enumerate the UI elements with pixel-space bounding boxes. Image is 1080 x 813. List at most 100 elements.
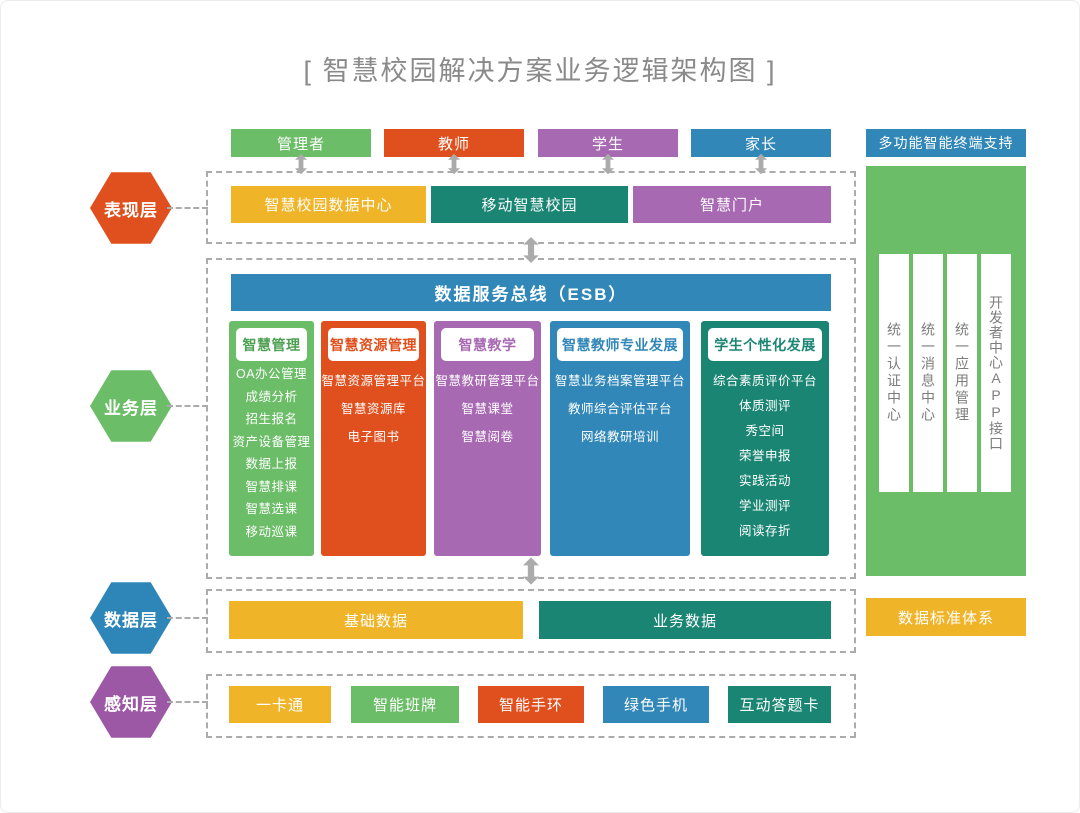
column-header: 智慧教师专业发展 — [557, 328, 683, 361]
business-item: 智慧课堂 — [461, 402, 514, 416]
hexagon-connector-line — [167, 207, 208, 209]
box-label: 数据标准体系 — [897, 609, 994, 627]
page-title: [ 智慧校园解决方案业务逻辑架构图 ] — [303, 56, 777, 86]
column-items: OA办公管理 成绩分析 招生报名 资产设备管理 数据上报 智慧排课 智慧选课 移… — [229, 363, 314, 543]
user-box-student: 学生 — [538, 129, 678, 157]
perception-item-answer-card: 互动答题卡 — [728, 686, 831, 723]
business-item: 体质测评 — [738, 399, 791, 413]
business-item: 智慧阅卷 — [461, 430, 514, 444]
layer-label: 表现层 — [104, 200, 158, 220]
box-label: 业务数据 — [652, 612, 717, 630]
data-standard-box: 数据标准体系 — [866, 598, 1026, 636]
service-strip-message-center: 统一消息中心 — [913, 254, 943, 492]
layer-label: 业务层 — [104, 398, 158, 418]
column-items: 综合素质评价平台 体质测评 秀空间 荣誉申报 实践活动 学业测评 阅读存折 — [701, 363, 829, 544]
user-label: 管理者 — [276, 135, 325, 153]
business-item: 智慧教研管理平台 — [435, 374, 540, 388]
business-item: 资产设备管理 — [232, 434, 311, 449]
business-item: 学业测评 — [738, 499, 791, 513]
business-item: 招生报名 — [245, 412, 298, 426]
column-items: 智慧资源管理平台 智慧资源库 电子图书 — [321, 363, 426, 451]
business-column-resources: 智慧资源管理 智慧资源管理平台 智慧资源库 电子图书 — [321, 321, 426, 556]
business-item: 数据上报 — [245, 457, 298, 471]
perception-item-class-board: 智能班牌 — [351, 686, 459, 723]
box-label: 智慧门户 — [699, 197, 764, 214]
layer-hexagon-presentation: 表现层 — [90, 172, 172, 244]
perception-item-smart-band: 智能手环 — [478, 686, 584, 723]
perception-layer-box — [206, 674, 856, 738]
user-box-teacher: 教师 — [384, 129, 524, 157]
service-label: 统一认证中心 — [886, 322, 902, 424]
business-column-student-development: 学生个性化发展 综合素质评价平台 体质测评 秀空间 荣誉申报 实践活动 学业测评… — [701, 321, 829, 556]
business-item: 综合素质评价平台 — [712, 374, 817, 388]
business-item: 智慧业务档案管理平台 — [554, 374, 685, 388]
data-layer-box — [206, 589, 856, 653]
hexagon-connector-line — [167, 617, 208, 619]
service-strip-auth-center: 统一认证中心 — [879, 254, 909, 492]
box-label: 智慧校园数据中心 — [264, 197, 393, 214]
business-item: 成绩分析 — [245, 389, 298, 404]
box-label: 智能班牌 — [372, 697, 437, 714]
data-item-business-data: 业务数据 — [539, 601, 831, 639]
column-header: 智慧管理 — [236, 328, 307, 361]
perception-item-green-phone: 绿色手机 — [603, 686, 709, 723]
user-box-parent: 家长 — [691, 129, 831, 157]
column-items: 智慧业务档案管理平台 教师综合评估平台 网络教研培训 — [550, 363, 690, 451]
business-item: 实践活动 — [738, 474, 791, 488]
service-label: 统一消息中心 — [920, 322, 936, 424]
box-label: 智能手环 — [498, 697, 563, 714]
user-box-admin: 管理者 — [231, 129, 371, 157]
business-item: 智慧资源库 — [340, 402, 406, 416]
business-item: 移动巡课 — [245, 524, 298, 539]
business-column-teacher-development: 智慧教师专业发展 智慧业务档案管理平台 教师综合评估平台 网络教研培训 — [550, 321, 690, 556]
user-label: 教师 — [437, 135, 470, 153]
service-strip-app-management: 统一应用管理 — [947, 254, 977, 492]
business-column-teaching: 智慧教学 智慧教研管理平台 智慧课堂 智慧阅卷 — [434, 321, 541, 556]
double-arrow-icon — [295, 153, 307, 175]
presentation-item-data-center: 智慧校园数据中心 — [231, 186, 426, 223]
box-label: 一卡通 — [255, 697, 304, 714]
service-strip-developer-api: 开发者中心APP接口 — [981, 254, 1011, 492]
layer-label: 数据层 — [104, 610, 158, 630]
business-item: 电子图书 — [347, 430, 400, 444]
user-label: 家长 — [744, 135, 777, 153]
esb-bus-bar: 数据服务总线（ESB） — [231, 274, 831, 311]
data-item-basic-data: 基础数据 — [229, 601, 523, 639]
box-label: 互动答题卡 — [739, 697, 820, 714]
business-item: 教师综合评估平台 — [567, 402, 672, 416]
layer-hexagon-business: 业务层 — [90, 370, 172, 442]
business-item: 网络教研培训 — [580, 430, 659, 444]
business-item: 荣誉申报 — [738, 449, 791, 463]
double-arrow-icon — [523, 237, 539, 263]
column-header: 智慧资源管理 — [328, 328, 419, 361]
double-arrow-icon — [755, 153, 767, 175]
column-items: 智慧教研管理平台 智慧课堂 智慧阅卷 — [434, 363, 541, 451]
business-column-management: 智慧管理 OA办公管理 成绩分析 招生报名 资产设备管理 数据上报 智慧排课 智… — [229, 321, 314, 556]
hexagon-connector-line — [167, 701, 208, 703]
terminal-support-box: 多功能智能终端支持 — [866, 129, 1026, 157]
layer-label: 感知层 — [104, 694, 158, 714]
esb-label: 数据服务总线（ESB） — [434, 285, 628, 304]
business-item: 智慧资源管理平台 — [321, 374, 426, 388]
column-header: 智慧教学 — [441, 328, 534, 361]
box-label: 移动智慧校园 — [481, 197, 578, 214]
perception-item-onecard: 一卡通 — [229, 686, 331, 723]
column-header: 学生个性化发展 — [708, 328, 822, 361]
business-item: 秀空间 — [745, 424, 785, 438]
presentation-item-mobile-campus: 移动智慧校园 — [431, 186, 628, 223]
box-label: 多功能智能终端支持 — [878, 135, 1014, 151]
layer-hexagon-perception: 感知层 — [90, 666, 172, 738]
business-item: OA办公管理 — [235, 367, 308, 381]
layer-hexagon-data: 数据层 — [90, 582, 172, 654]
service-label: 统一应用管理 — [954, 322, 970, 424]
business-item: 智慧选课 — [245, 502, 298, 516]
hexagon-connector-line — [167, 405, 208, 407]
service-label: 开发者中心APP接口 — [988, 295, 1004, 451]
double-arrow-icon — [602, 153, 614, 175]
user-label: 学生 — [591, 135, 624, 153]
presentation-item-portal: 智慧门户 — [633, 186, 831, 223]
double-arrow-icon — [523, 557, 539, 585]
box-label: 绿色手机 — [623, 697, 688, 714]
box-label: 基础数据 — [343, 612, 408, 630]
